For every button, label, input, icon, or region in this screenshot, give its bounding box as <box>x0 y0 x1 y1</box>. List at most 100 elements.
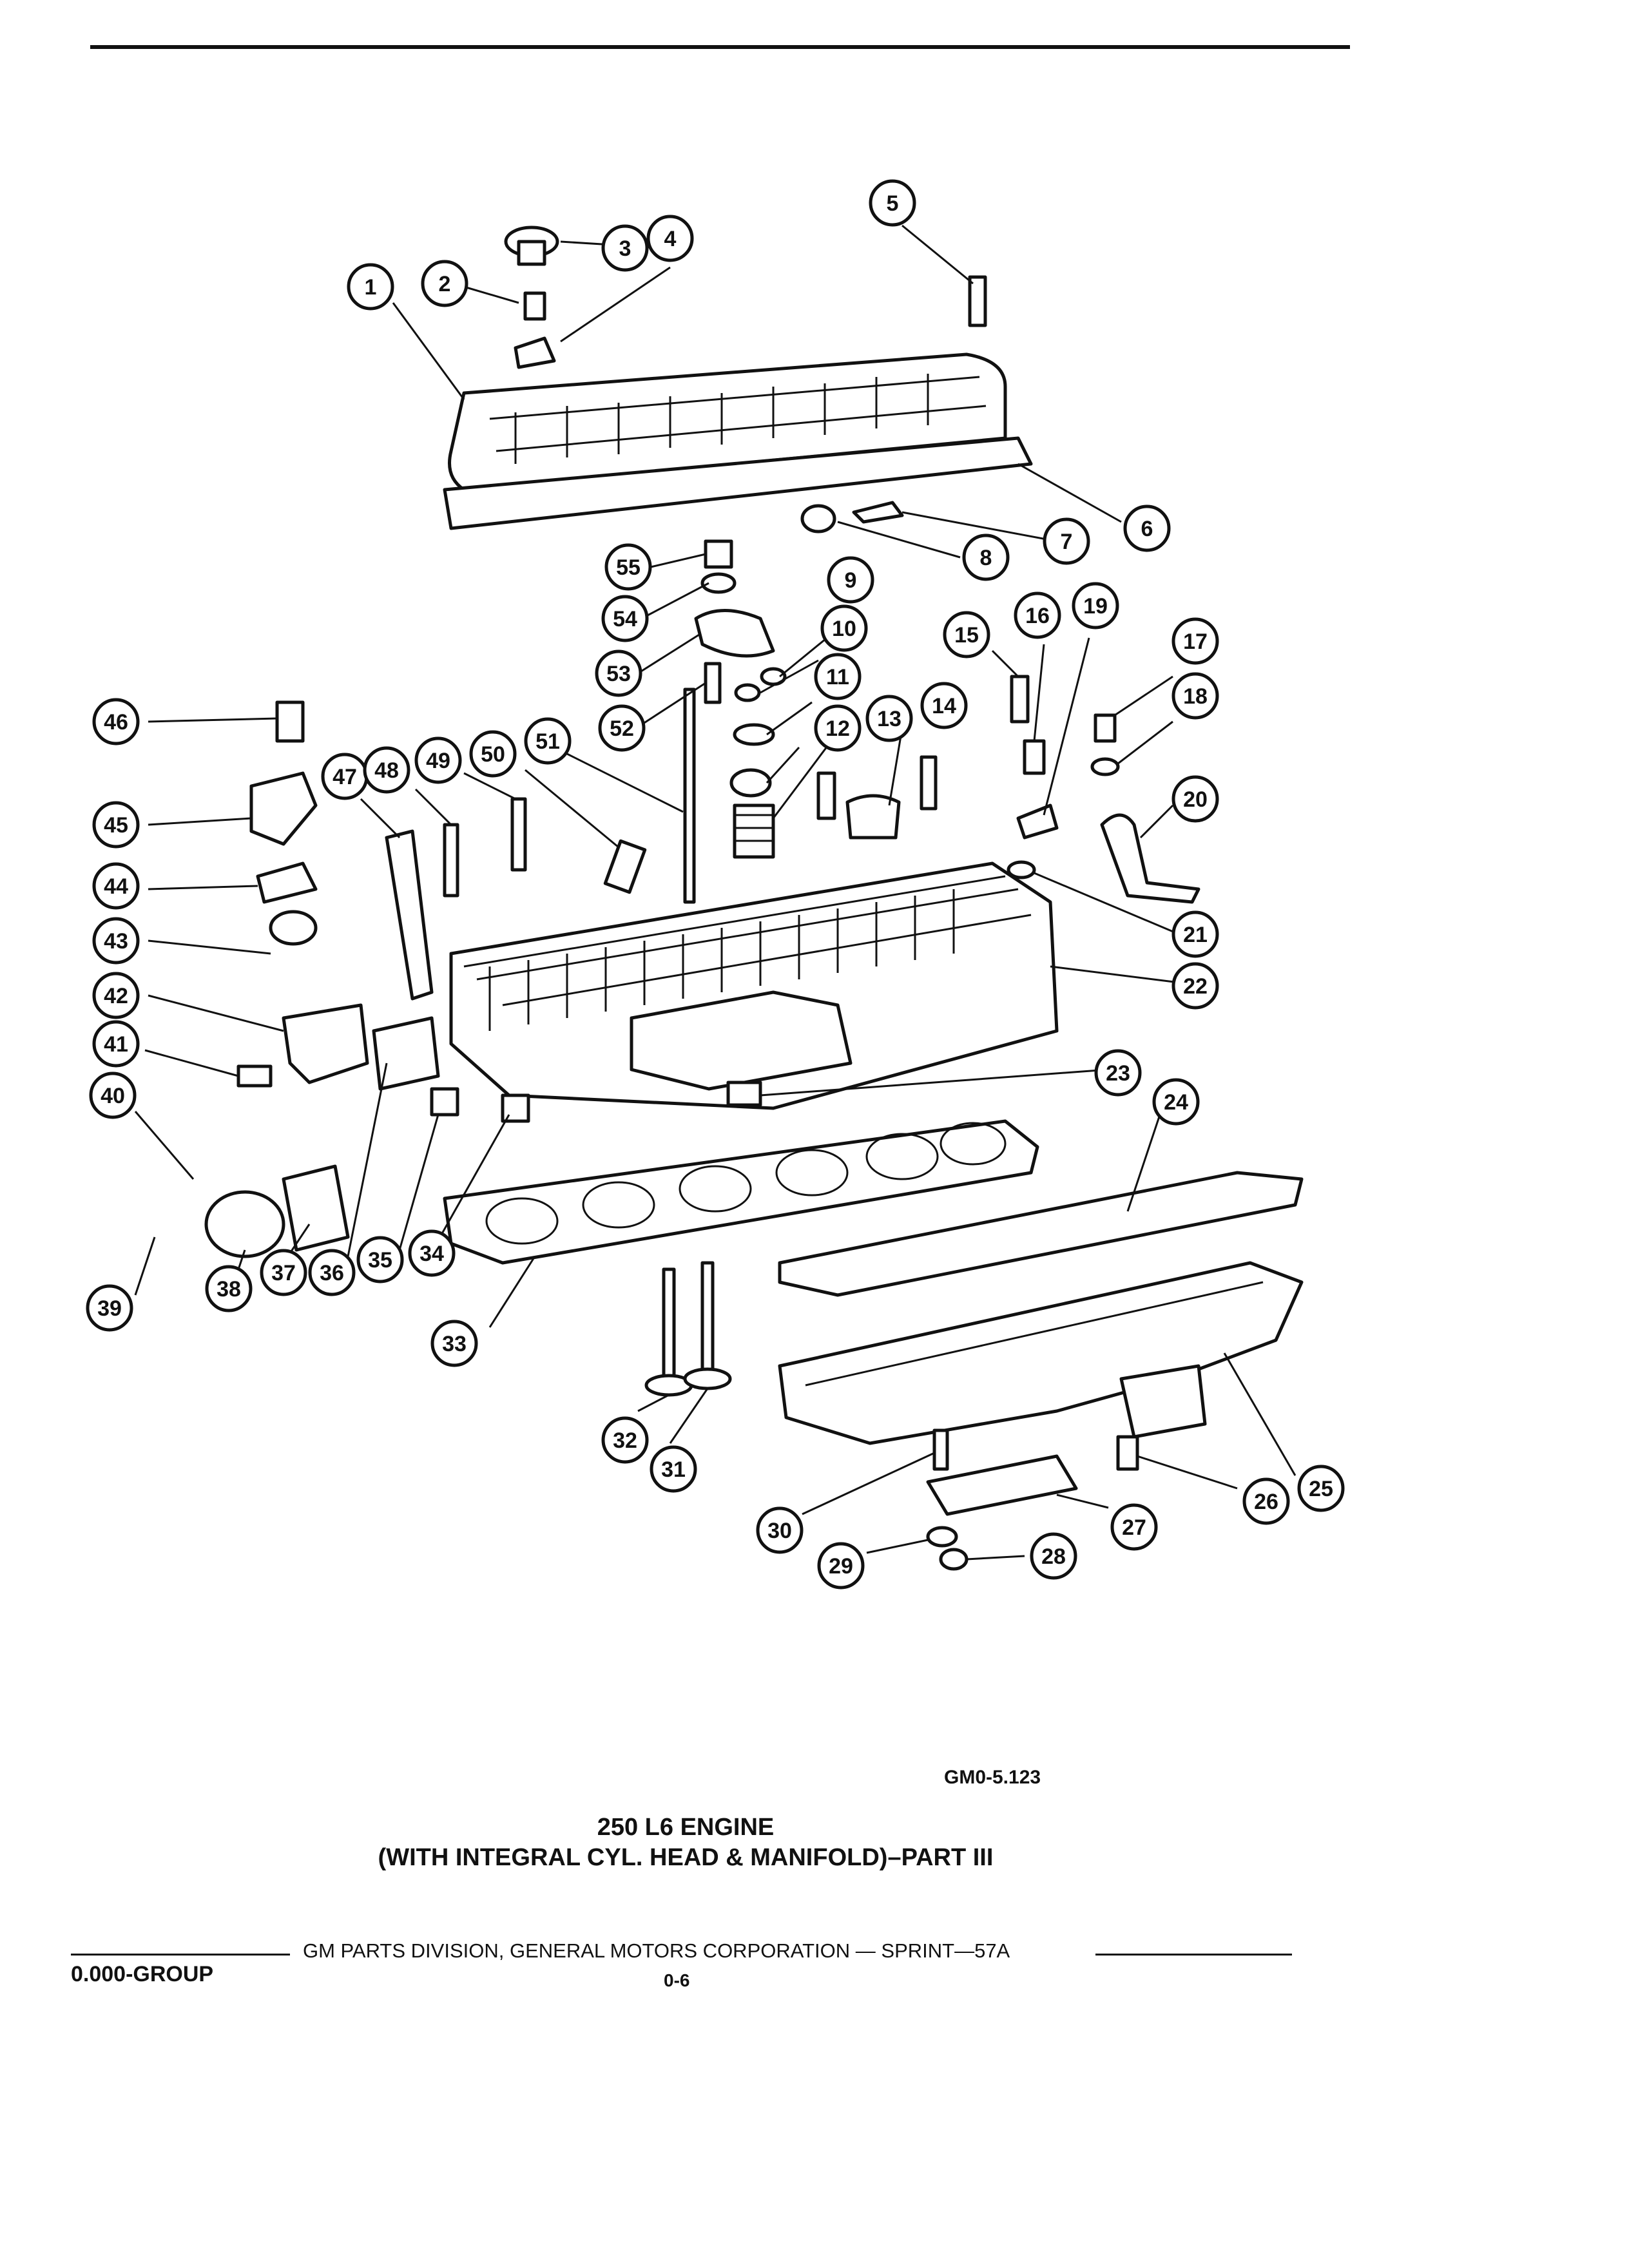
washer-18 <box>1090 757 1120 776</box>
figure-title-line1: 250 L6 ENGINE <box>597 1814 775 1841</box>
cover-stud <box>968 275 987 327</box>
callout-label-20: 20 <box>1183 787 1208 812</box>
callout-label-45: 45 <box>104 813 128 838</box>
callout-label-14: 14 <box>932 694 956 718</box>
footer-publisher: GM PARTS DIVISION, GENERAL MOTORS CORPOR… <box>303 1939 1010 1962</box>
callout-label-29: 29 <box>829 1554 853 1579</box>
clip-right <box>1016 803 1059 840</box>
gasket-37 <box>282 1164 350 1252</box>
callout-bubble-8 <box>962 533 1010 581</box>
callout-label-36: 36 <box>320 1261 344 1285</box>
washer-right <box>1007 860 1036 879</box>
callout-bubble-41 <box>92 1020 140 1068</box>
footer-rule-right <box>1095 1954 1292 1956</box>
callout-label-38: 38 <box>217 1277 241 1302</box>
callout-bubble-23 <box>1094 1049 1142 1097</box>
callout-label-15: 15 <box>954 623 979 648</box>
callout-label-9: 9 <box>845 568 857 593</box>
bracket-47 <box>385 829 434 1001</box>
callout-bubble-25 <box>1297 1465 1345 1512</box>
callout-label-31: 31 <box>661 1457 686 1482</box>
callout-label-26: 26 <box>1254 1490 1278 1514</box>
figure-code: GM0-5.123 <box>944 1767 1041 1788</box>
callout-bubble-12 <box>814 704 862 752</box>
callout-label-24: 24 <box>1164 1090 1188 1115</box>
callout-label-54: 54 <box>613 607 637 631</box>
callout-bubble-29 <box>817 1542 865 1590</box>
bolt-48 <box>443 823 459 898</box>
callout-bubble-6 <box>1123 505 1171 552</box>
callout-bubble-33 <box>430 1320 478 1367</box>
oil-filler-cap <box>504 226 559 266</box>
callout-label-35: 35 <box>368 1248 392 1273</box>
callout-label-13: 13 <box>877 707 901 731</box>
callout-label-49: 49 <box>426 749 450 773</box>
callout-label-40: 40 <box>101 1084 125 1108</box>
clip <box>852 501 904 524</box>
callout-bubble-10 <box>820 604 868 652</box>
washer-29 <box>926 1526 958 1548</box>
callout-label-39: 39 <box>97 1296 122 1321</box>
gasket-36 <box>372 1016 440 1091</box>
callout-bubble-52 <box>598 704 646 752</box>
callout-bubble-48 <box>363 746 410 794</box>
leader-lines <box>134 224 1296 1561</box>
callout-bubble-16 <box>1014 591 1061 639</box>
thermostat-43 <box>269 910 318 946</box>
spark-plug-50 <box>603 839 647 894</box>
rocker-arm-assembly <box>683 539 938 904</box>
callout-label-27: 27 <box>1122 1515 1146 1540</box>
sender-35 <box>430 1087 459 1117</box>
callout-bubble-46 <box>92 698 140 745</box>
top-rule <box>90 45 1350 49</box>
callout-bubble-32 <box>601 1416 649 1464</box>
callout-label-10: 10 <box>832 617 856 641</box>
rocker-cover <box>443 352 1033 530</box>
callout-bubble-49 <box>414 736 462 784</box>
callout-label-11: 11 <box>826 665 849 689</box>
callout-label-5: 5 <box>887 191 899 216</box>
outlet-45 <box>249 771 318 846</box>
callout-bubble-42 <box>92 972 140 1019</box>
grommet <box>800 504 836 533</box>
callout-bubble-45 <box>92 801 140 849</box>
callout-label-16: 16 <box>1025 604 1050 628</box>
callout-label-18: 18 <box>1183 684 1208 709</box>
callout-label-33: 33 <box>442 1332 467 1356</box>
callout-label-8: 8 <box>980 546 992 570</box>
callout-label-28: 28 <box>1041 1544 1066 1569</box>
callout-bubble-36 <box>308 1249 356 1296</box>
callout-label-3: 3 <box>619 236 631 261</box>
sensor-46 <box>275 700 305 743</box>
callout-label-23: 23 <box>1106 1061 1130 1086</box>
callout-bubble-18 <box>1171 672 1219 720</box>
callout-bubble-13 <box>865 695 913 742</box>
callout-label-2: 2 <box>439 272 451 296</box>
callout-bubble-53 <box>595 649 642 697</box>
fitting-23 <box>726 1081 762 1107</box>
callout-bubble-15 <box>943 611 990 658</box>
callout-bubble-30 <box>756 1506 804 1554</box>
callout-label-7: 7 <box>1061 530 1073 554</box>
manifold-gasket <box>778 1171 1304 1297</box>
callout-bubble-3 <box>601 224 649 272</box>
callout-bubble-27 <box>1110 1503 1158 1551</box>
callout-bubble-20 <box>1171 775 1219 823</box>
callout-bubble-43 <box>92 917 140 965</box>
callout-label-44: 44 <box>104 874 128 899</box>
callout-label-46: 46 <box>104 710 128 735</box>
callout-label-21: 21 <box>1183 923 1208 947</box>
bolt-41 <box>236 1064 273 1088</box>
callout-label-34: 34 <box>419 1242 444 1266</box>
footer-page: 0-6 <box>664 1970 690 1990</box>
callout-label-41: 41 <box>104 1032 128 1057</box>
valves <box>644 1261 732 1397</box>
bolt-17 <box>1094 713 1117 743</box>
callout-label-42: 42 <box>104 984 128 1008</box>
bracket-20 <box>1100 813 1200 904</box>
callout-bubble-28 <box>1030 1532 1077 1580</box>
footer-group: 0.000-GROUP <box>71 1962 214 1986</box>
plate-27 <box>926 1454 1078 1516</box>
